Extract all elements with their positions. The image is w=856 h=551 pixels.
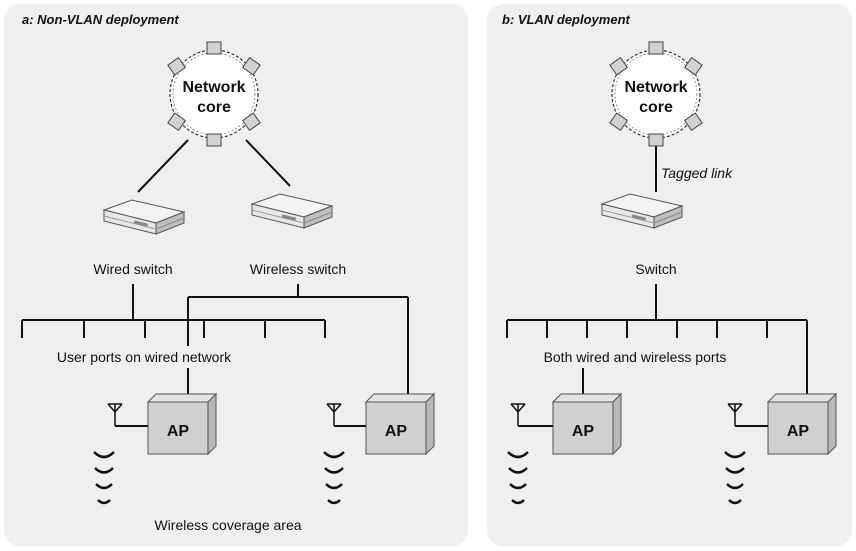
panel-a-links bbox=[21, 139, 409, 418]
ap-a-left: AP bbox=[147, 393, 217, 455]
panel-b-title: b: VLAN deployment bbox=[502, 12, 631, 27]
network-core-a: Network core bbox=[167, 41, 261, 147]
network-core-b: Network core bbox=[609, 41, 703, 147]
ap-b-right-label: AP bbox=[787, 423, 810, 440]
ap-a-right: AP bbox=[365, 393, 435, 455]
tagged-link-label: Tagged link bbox=[661, 165, 733, 181]
user-ports-label: User ports on wired network bbox=[57, 349, 232, 365]
ap-a-left-label: AP bbox=[167, 423, 190, 440]
core-b-line2: core bbox=[639, 99, 673, 116]
core-a-line2: core bbox=[197, 99, 231, 116]
panel-b-links bbox=[506, 140, 808, 398]
wireless-switch-label: Wireless switch bbox=[250, 261, 346, 277]
wired-switch-label: Wired switch bbox=[93, 261, 172, 277]
switch-label: Switch bbox=[635, 261, 676, 277]
core-a-line1: Network bbox=[182, 79, 245, 96]
ap-b-left: AP bbox=[552, 393, 622, 455]
panel-a: a: Non-VLAN deployment bbox=[4, 4, 468, 546]
panel-b: b: VLAN deployment Network core Tagged l… bbox=[487, 4, 852, 546]
ap-b-left-label: AP bbox=[572, 423, 595, 440]
coverage-label: Wireless coverage area bbox=[154, 517, 301, 533]
core-b-line1: Network bbox=[624, 79, 687, 96]
ports-label: Both wired and wireless ports bbox=[544, 349, 727, 365]
panel-a-title: a: Non-VLAN deployment bbox=[22, 12, 179, 27]
panel-a-background bbox=[4, 4, 468, 546]
ap-a-right-label: AP bbox=[385, 423, 408, 440]
ap-b-right: AP bbox=[767, 393, 837, 455]
